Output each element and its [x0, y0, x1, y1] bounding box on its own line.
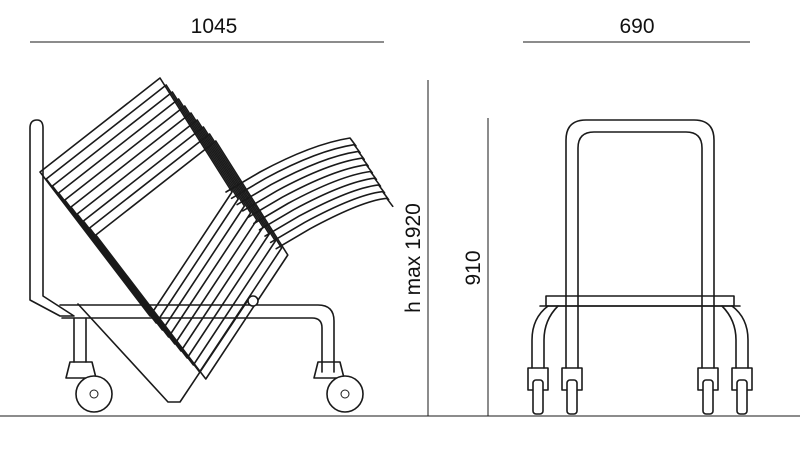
front-handle-outer — [565, 119, 715, 307]
dimension-label-side-width: 1045 — [191, 15, 238, 38]
dimension-label-trolley-height: 910 — [462, 250, 485, 285]
front-handle-inner — [577, 131, 703, 307]
caster-hub — [340, 389, 350, 399]
pivot-knob — [247, 295, 259, 307]
stacked-chair-seat — [264, 184, 386, 237]
dimension-trolley-height: 910 — [462, 118, 489, 416]
caster-wheel — [532, 379, 544, 415]
dimension-side-width: 1045 — [30, 15, 384, 43]
stacked-chair — [95, 140, 289, 380]
chair-stack — [39, 77, 394, 380]
caster-front — [697, 367, 719, 415]
stacked-chair-seat — [247, 164, 374, 218]
stacked-chair-seat — [230, 143, 361, 200]
dimension-label-front-width: 690 — [619, 15, 654, 38]
caster-front — [561, 367, 583, 415]
caster-wheel — [566, 379, 578, 415]
dimension-front-width: 690 — [523, 15, 750, 43]
stacked-chair-seat — [253, 170, 378, 225]
front-casters — [527, 367, 753, 415]
trolley-base-frame-lower — [61, 317, 323, 373]
dimension-label-max-height: h max 1920 — [402, 203, 425, 313]
caster-front — [527, 367, 549, 415]
trolley-base-frame — [59, 304, 335, 373]
front-view — [527, 119, 753, 415]
caster-wheel — [702, 379, 714, 415]
side-view — [29, 77, 394, 413]
stacked-chair-seat — [275, 197, 394, 250]
stacked-chair-seat — [236, 150, 365, 206]
front-platform — [545, 295, 735, 307]
caster-wheel — [326, 375, 364, 413]
caster-side-front — [313, 361, 364, 413]
caster-front — [731, 367, 753, 415]
caster-fork — [313, 361, 345, 379]
caster-wheel — [736, 379, 748, 415]
caster-side-rear — [65, 361, 113, 413]
caster-wheel — [75, 375, 113, 413]
stacked-chair-seat — [225, 137, 357, 193]
trolley-handle — [29, 119, 75, 317]
stacked-chair-seat — [258, 177, 382, 231]
front-legs — [531, 305, 749, 369]
stacked-chair-seat — [269, 190, 390, 244]
stacked-chair-seat — [241, 157, 370, 212]
caster-hub — [89, 389, 99, 399]
dimension-max-height: h max 1920 — [402, 80, 429, 416]
trolley-front-leg — [73, 317, 87, 363]
